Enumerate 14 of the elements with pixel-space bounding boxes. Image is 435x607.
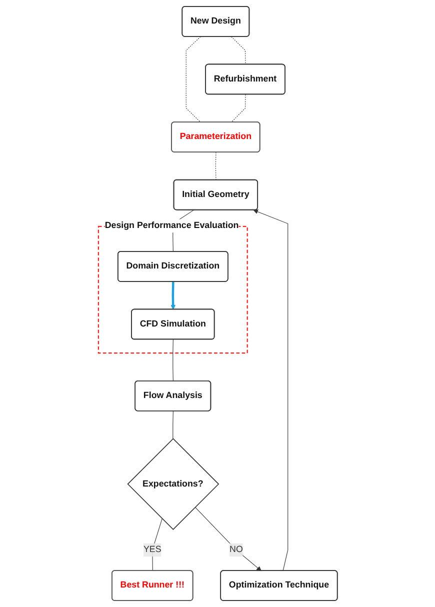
node-label: Design Performance Evaluation bbox=[104, 220, 238, 230]
connector bbox=[152, 518, 162, 572]
node-diamond: Expectations? bbox=[126, 438, 219, 530]
arrow bbox=[170, 282, 176, 310]
arrow bbox=[252, 209, 288, 572]
connector bbox=[185, 36, 200, 123]
connector bbox=[172, 410, 174, 439]
edge-label: NO bbox=[229, 544, 242, 554]
connector bbox=[230, 94, 246, 123]
arrow bbox=[194, 506, 262, 572]
connector bbox=[215, 152, 216, 180]
edge-label: YES bbox=[143, 544, 161, 554]
connector bbox=[172, 339, 174, 382]
connector bbox=[230, 36, 246, 65]
